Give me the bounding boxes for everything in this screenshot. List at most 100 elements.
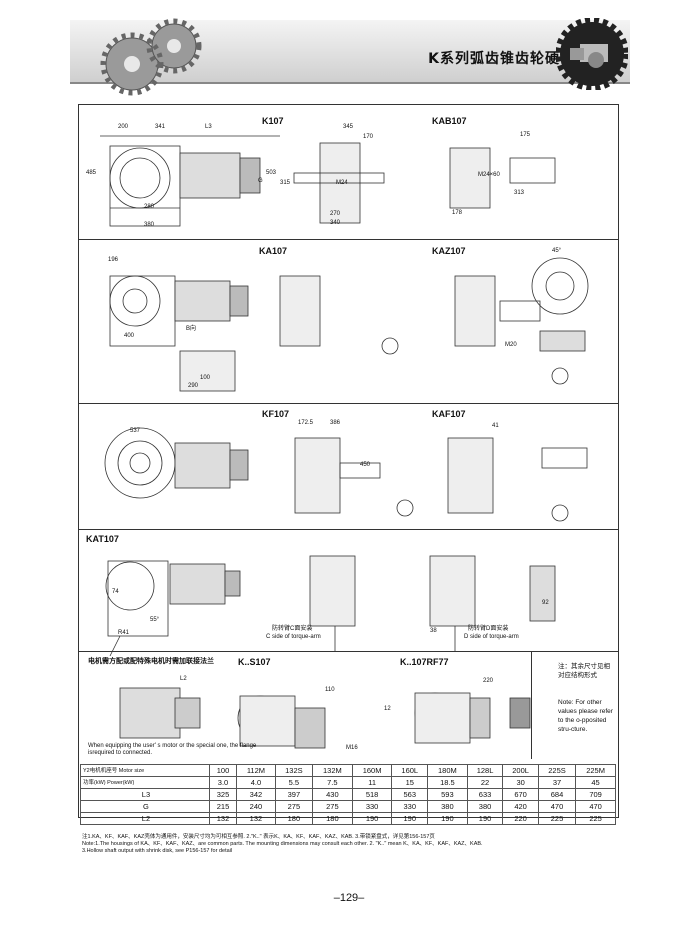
table-cell: 430 (312, 788, 353, 801)
dim-label: R41 (118, 630, 130, 636)
footnote-line1: 注1.KA、KF、KAF、KAZ壳体为通用件，安装尺寸均为可相互参照. 2."K… (82, 834, 435, 840)
table-cell: 380 (466, 800, 504, 813)
table-cell: 220 (502, 812, 539, 825)
table-cell: 15 (391, 776, 429, 789)
dim-label: M24×60 (478, 172, 500, 178)
table-cell: 180M (427, 764, 468, 777)
table-cell: 190 (351, 812, 393, 825)
table-cell: 593 (427, 788, 468, 801)
table-cell: 275 (274, 800, 314, 813)
footnote: 注1.KA、KF、KAF、KAZ壳体为通用件，安装尺寸均为可相互参照. 2."K… (82, 834, 483, 855)
torque-c-cn: 防转臂C面安装 (272, 626, 313, 632)
dim-label: 485 (86, 170, 97, 176)
dim-label: 315 (280, 180, 291, 186)
label-ka107: KA107 (259, 246, 288, 256)
dim-label: 450 (360, 462, 371, 468)
label-krf77: K..107RF77 (400, 657, 449, 667)
dim-label: 386 (330, 420, 341, 426)
table-cell: 200L (502, 764, 539, 777)
row-header: Y2电机机座号 Motor size (80, 764, 210, 777)
dim-label: 178 (452, 210, 463, 216)
dim-label: G (258, 178, 263, 184)
table-cell: 563 (391, 788, 429, 801)
page-number: –129– (333, 892, 365, 904)
table-cell: 22 (466, 776, 504, 789)
table-cell: 18.5 (427, 776, 468, 789)
dim-label: 340 (330, 220, 341, 226)
label-kaz107: KAZ107 (432, 246, 466, 256)
table-cell: 100 (208, 764, 238, 777)
label-kab107: KAB107 (432, 116, 467, 126)
dim-label: M16 (346, 745, 358, 751)
row-header: L3 (80, 788, 210, 801)
table-cell: 190 (391, 812, 429, 825)
section-divider (79, 403, 618, 404)
side-note-cn: 注：其余尺寸见相对应结构形式 (558, 663, 610, 679)
table-cell: 225M (575, 764, 616, 777)
dim-label: 100 (200, 375, 211, 381)
section-divider (79, 529, 618, 530)
footnote-line3: 3.Hollow shaft output with shrink disk, … (82, 848, 233, 854)
dim-label: 200 (118, 124, 129, 130)
dim-label: 341 (155, 124, 166, 130)
drawing-kat107 (105, 555, 556, 657)
dim-label: 110 (325, 687, 335, 693)
dim-label: 175 (520, 132, 531, 138)
row-header: 功率(kW) Power(kW) (80, 776, 210, 789)
dim-label: 170 (363, 134, 374, 140)
table-cell: 240 (236, 800, 276, 813)
table-cell: 225S (537, 764, 577, 777)
table-cell: 160L (391, 764, 429, 777)
table-cell: 225 (575, 812, 616, 825)
table-cell: 45 (575, 776, 616, 789)
table-cell: 275 (312, 800, 353, 813)
table-cell: 3.0 (208, 776, 238, 789)
dim-label: 41 (492, 423, 499, 429)
dim-label: 38 (430, 628, 437, 634)
row-header: L2 (80, 812, 210, 825)
table-cell: 684 (537, 788, 577, 801)
dim-label: 503 (266, 170, 277, 176)
dim-label: 74 (112, 589, 119, 595)
torque-c-en: C side of torque-arm (266, 634, 321, 640)
table-cell: 342 (236, 788, 276, 801)
table-cell: 470 (575, 800, 616, 813)
dim-label: 537 (130, 428, 141, 434)
dim-label: 313 (514, 190, 525, 196)
table-cell: 30 (502, 776, 539, 789)
dim-label: L3 (205, 124, 212, 130)
table-cell: 215 (208, 800, 238, 813)
label-kat107: KAT107 (86, 534, 119, 544)
table-cell: 325 (208, 788, 238, 801)
table-cell: 633 (466, 788, 504, 801)
table-cell: 670 (502, 788, 539, 801)
dim-label: 196 (108, 257, 119, 263)
dim-label: 400 (124, 333, 135, 339)
table-cell: 128L (466, 764, 504, 777)
table-cell: 132S (274, 764, 314, 777)
dim-label: 280 (144, 204, 155, 210)
table-cell: 397 (274, 788, 314, 801)
motor-note-en: When equipping the user' s motor or the … (88, 743, 257, 756)
table-cell: 380 (427, 800, 468, 813)
drawing-ka107 (109, 257, 589, 392)
table-cell: 132 (208, 812, 238, 825)
dim-label: 92 (542, 600, 549, 606)
table-cell: 709 (575, 788, 616, 801)
table-cell: 11 (351, 776, 393, 789)
dim-label: 270 (330, 211, 341, 217)
table-cell: 190 (427, 812, 468, 825)
note-divider (531, 651, 532, 759)
label-k107: K107 (262, 116, 284, 126)
drawing-k107 (100, 135, 556, 227)
footnote-line2: Note:1.The housings of KA、KF、KAF、KAZ、are… (82, 841, 483, 847)
technical-drawings (100, 135, 589, 749)
table-cell: 420 (502, 800, 539, 813)
dim-label: B向 (186, 326, 197, 332)
table-cell: 132 (236, 812, 276, 825)
motor-note-cn: 电机需方配或配特殊电机时需加联接法兰 (88, 658, 214, 665)
